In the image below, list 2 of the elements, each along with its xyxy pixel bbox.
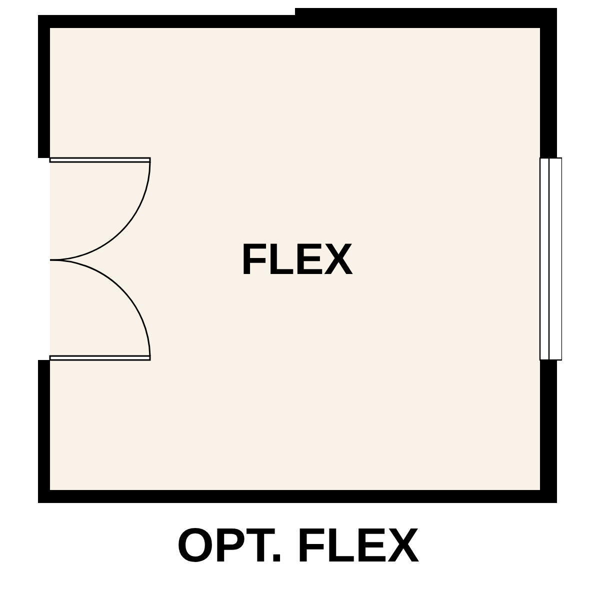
plan-caption: OPT. FLEX — [176, 518, 420, 574]
room-name: FLEX — [240, 235, 354, 285]
